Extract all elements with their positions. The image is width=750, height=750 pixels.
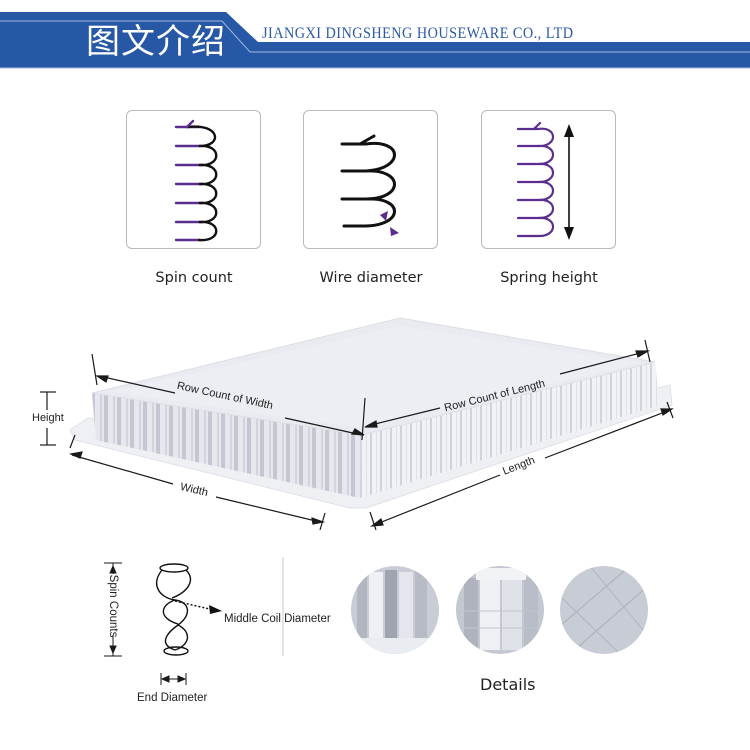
header-banner [0,12,750,69]
wire-diameter-label: Wire diameter [319,270,423,286]
spin-counts-label: Spin Counts [107,574,119,638]
details-label: Details [480,675,536,694]
arrow-up-icon [564,124,574,137]
end-diameter-label: End Diameter [137,692,208,704]
page-title: 图文介绍 [86,22,226,62]
arrow-down-icon [109,645,117,655]
purple-spring-coil-icon [174,119,218,242]
wire-diameter-box [303,110,438,249]
detail-image-pocket-spring-1 [351,566,439,654]
coil-dimension-diagram [104,557,284,685]
middle-coil-diameter-label: Middle Coil Diameter [224,613,331,625]
pocket-spring-mattress-image [40,317,674,531]
black-spring-wire-diameter-icon [340,134,399,236]
spring-height-label: Spring height [500,270,598,286]
spin-count-label: Spin count [155,270,233,286]
arrow-down-icon [564,227,574,240]
height-label: Height [32,412,64,424]
detail-image-pocket-spring-2 [456,566,544,654]
purple-spring-height-arrow-icon [516,121,574,240]
arrow-right-icon [209,605,222,614]
arrow-up-icon [109,564,117,574]
detail-image-nonwoven-fabric [560,566,648,654]
company-name: JIANGXI DINGSHENG HOUSEWARE CO., LTD [262,25,574,42]
spin-count-box [126,110,261,249]
spring-height-box [481,110,616,249]
